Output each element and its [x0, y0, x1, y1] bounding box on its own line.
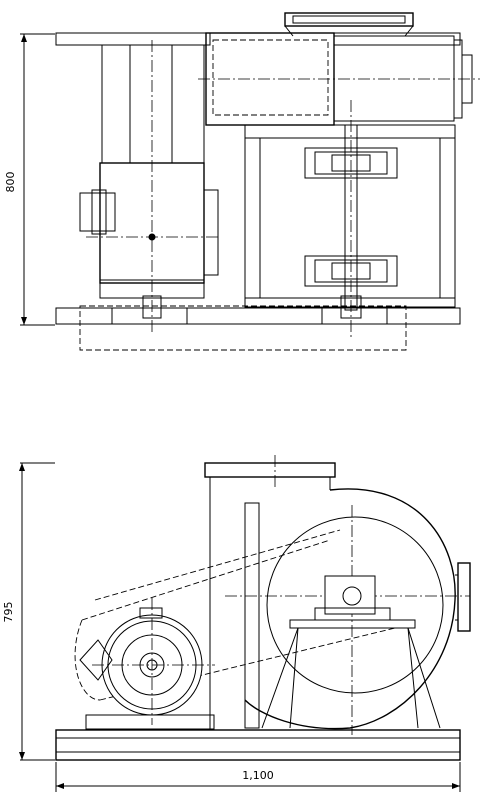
inlet-flange-front: [204, 462, 336, 478]
fan-inlet-flange: [284, 12, 414, 27]
motor-column: [101, 44, 205, 164]
scroll-casing: [244, 488, 456, 730]
impeller-outline: [266, 516, 444, 694]
dimension-800-label: 800: [4, 172, 17, 193]
base-frame-front: [55, 729, 461, 761]
motor-front: [79, 598, 215, 730]
dimension-795: 795: [2, 462, 55, 761]
plan-view: 800: [4, 12, 480, 351]
dimension-1100: 1,100: [55, 762, 461, 792]
top-rail-left: [55, 32, 211, 46]
terminal-box-front: [79, 639, 113, 681]
terminal-box-plan: [79, 192, 116, 232]
front-view: 795 1,100: [2, 455, 471, 792]
dimension-1100-label: 1,100: [242, 769, 274, 782]
outlet-flange-front: [457, 562, 471, 632]
motor-base-front: [85, 714, 215, 730]
dimension-800: 800: [4, 33, 55, 326]
belt-guard-plan: [79, 305, 407, 351]
motor-pulley-plan: [142, 295, 162, 319]
casing-stand: [244, 502, 260, 729]
base-frame-plan: [55, 307, 461, 325]
bearing-pedestal: [261, 575, 441, 729]
dimension-795-label: 795: [2, 602, 15, 623]
top-rail-right: [333, 32, 461, 46]
fan-pulley-plan: [340, 295, 362, 319]
